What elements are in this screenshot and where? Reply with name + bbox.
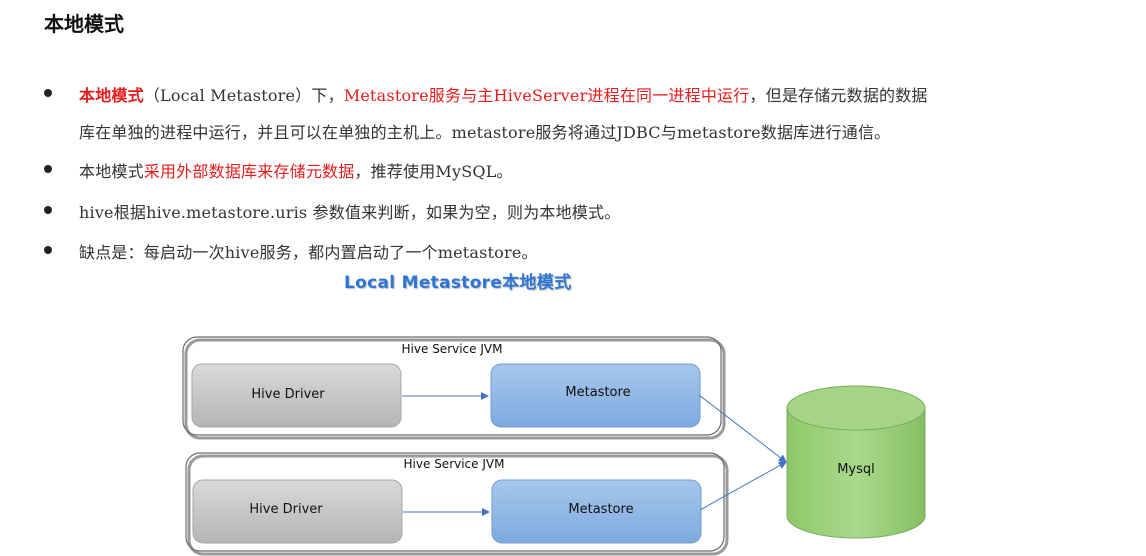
bullet-1-text-c: 库在单独的进程中运行，并且可以在单独的主机上。metastore服务将通过JDB…	[79, 123, 891, 142]
hive-driver-label-1: Hive Driver	[251, 387, 325, 402]
bullet-2-line-1: 本地模式采用外部数据库来存储元数据，推荐使用MySQL。	[79, 158, 513, 182]
bullet-1-line-2: 库在单独的进程中运行，并且可以在单独的主机上。metastore服务将通过JDB…	[79, 119, 890, 143]
metastore-box-2	[491, 479, 702, 544]
bullet-dot	[44, 89, 52, 97]
jvm-label-1: Hive Service JVM	[402, 342, 503, 356]
mysql-database-icon: Mysql	[786, 385, 926, 539]
mysql-label: Mysql	[837, 462, 875, 477]
arrow-metastore-to-mysql-1	[698, 394, 787, 463]
bullet-2-text-a: 本地模式	[79, 162, 144, 181]
bullet-4-line-1: 缺点是：每启动一次hive服务，都内置启动了一个metastore。	[79, 239, 538, 263]
hive-driver-box-2	[192, 479, 403, 544]
bullet-2-text-b: ，推荐使用MySQL。	[354, 162, 513, 181]
bullet-1-highlight: Metastore服务与主HiveServer进程在同一进程中运行	[343, 86, 750, 105]
jvm-container-2: Hive Service JVM Hive Driver Metastore	[185, 452, 729, 556]
bullet-3-text: hive根据hive.metastore.uris 参数值来判断，如果为空，则为…	[79, 203, 621, 222]
metastore-label-2: Metastore	[568, 502, 633, 517]
bullet-dot	[44, 246, 52, 254]
metastore-label-1: Metastore	[565, 385, 630, 400]
hive-driver-box-1	[191, 363, 402, 428]
hive-driver-label-2: Hive Driver	[249, 502, 323, 517]
bullet-2-highlight: 采用外部数据库来存储元数据	[143, 162, 355, 181]
bullet-1-line-1: 本地模式（Local Metastore）下，Metastore服务与主Hive…	[79, 82, 928, 106]
bullet-1-text-b: ，但是存储元数据的数据	[749, 86, 928, 105]
bullet-1-term: 本地模式	[79, 86, 144, 105]
bullet-1-text-a: （Local Metastore）下，	[143, 86, 344, 105]
jvm-label-2: Hive Service JVM	[404, 457, 505, 471]
page-heading: 本地模式	[44, 12, 124, 36]
bullet-3-line-1: hive根据hive.metastore.uris 参数值来判断，如果为空，则为…	[79, 199, 620, 223]
jvm-container-1: Hive Service JVM Hive Driver Metastore	[182, 336, 726, 440]
bullet-4-text: 缺点是：每启动一次hive服务，都内置启动了一个metastore。	[79, 243, 538, 262]
bullet-dot	[44, 165, 52, 173]
bullet-dot	[44, 206, 52, 214]
diagram-title: Local Metastore本地模式	[344, 273, 572, 293]
arrow-metastore-to-mysql-2	[699, 461, 787, 511]
